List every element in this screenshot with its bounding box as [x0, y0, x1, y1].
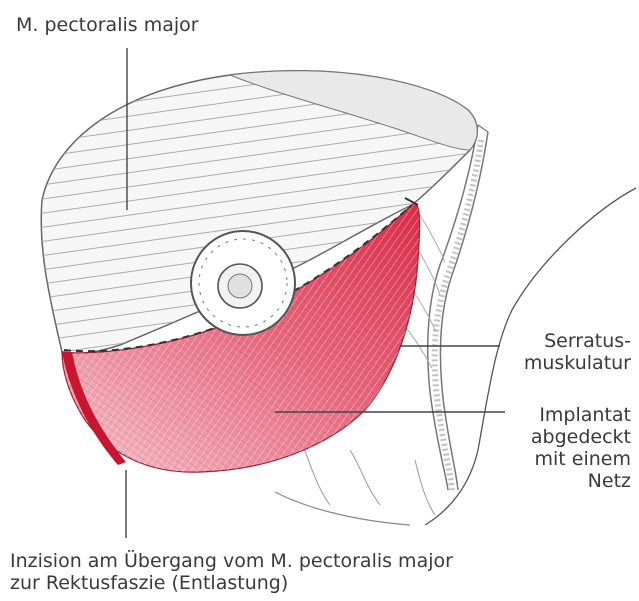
implant-label-line-1: Implantat [531, 404, 631, 426]
serratus-label-line-2: muskulatur [524, 352, 631, 374]
implant-label-line-4: Netz [531, 470, 631, 492]
pectoralis-major-label: M. pectoralis major [16, 14, 199, 36]
incision-label-line-2: zur Rektusfaszie (Entlastung) [10, 572, 453, 594]
incision-label-line-1: Inzision am Übergang vom M. pectoralis m… [10, 550, 453, 572]
areola [191, 231, 295, 335]
incision-label: Inzision am Übergang vom M. pectoralis m… [10, 550, 453, 594]
serratus-label: Serratus- muskulatur [524, 330, 631, 374]
serratus-label-line-1: Serratus- [524, 330, 631, 352]
implant-label-line-3: mit einem [531, 448, 631, 470]
implant-label-line-2: abgedeckt [531, 426, 631, 448]
implant-label: Implantat abgedeckt mit einem Netz [531, 404, 631, 492]
